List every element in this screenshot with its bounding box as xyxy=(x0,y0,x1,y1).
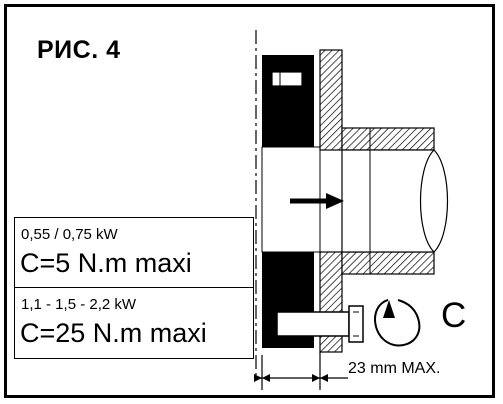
torque-value: C=25 N.m maxi xyxy=(20,318,207,348)
flange-lower xyxy=(319,251,343,353)
upper-hub-block xyxy=(262,55,314,147)
torque-symbol: C xyxy=(441,296,467,335)
power-rating: 1,1 - 1,5 - 2,2 kW xyxy=(21,296,137,313)
flange-upper xyxy=(319,49,343,151)
lower-screw xyxy=(276,311,350,337)
torque-row: 0,55 / 0,75 kW C=5 N.m maxi xyxy=(15,218,253,288)
figure-title: РИС. 4 xyxy=(37,36,121,64)
sleeve-lower xyxy=(341,251,435,275)
dimension-label: 23 mm MAX. xyxy=(348,360,441,377)
torque-rotation-arrow xyxy=(374,299,421,347)
torque-row: 1,1 - 1,5 - 2,2 kW C=25 N.m maxi xyxy=(15,288,253,358)
torque-table: 0,55 / 0,75 kW C=5 N.m maxi 1,1 - 1,5 - … xyxy=(14,217,254,359)
shaft-break xyxy=(420,149,448,253)
power-rating: 0,55 / 0,75 kW xyxy=(21,226,118,243)
sleeve-upper xyxy=(341,127,435,151)
torque-value: C=5 N.m maxi xyxy=(20,248,192,278)
top-bolt xyxy=(271,71,303,87)
